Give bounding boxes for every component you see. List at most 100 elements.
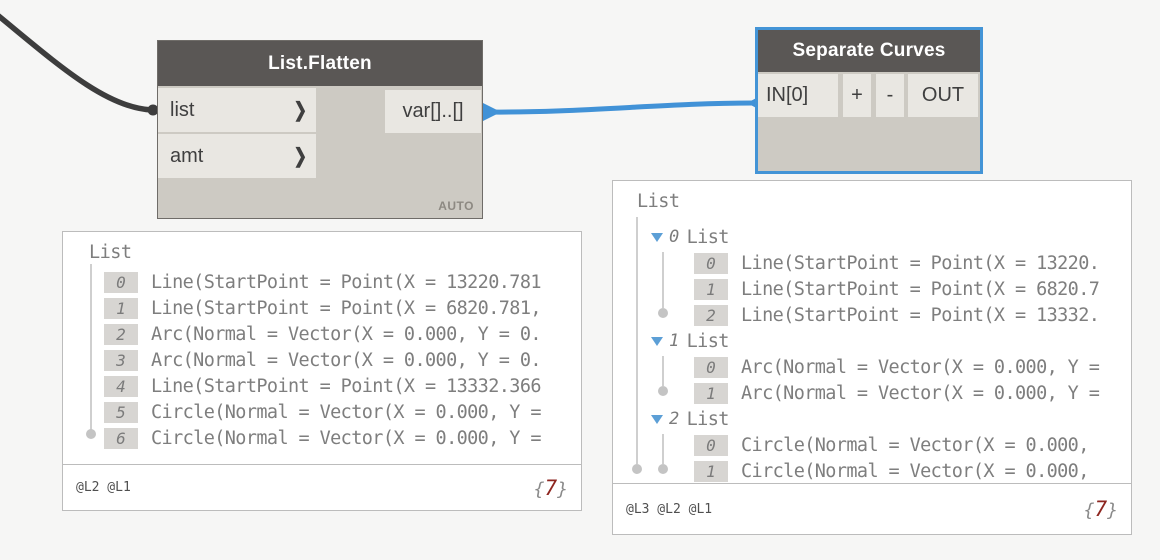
- list-root-label: List: [89, 242, 132, 263]
- plus-icon: +: [851, 84, 863, 106]
- node-title: Separate Curves: [792, 40, 946, 61]
- collapse-triangle-icon[interactable]: [651, 414, 663, 424]
- wire-flatten-to-separate[interactable]: [484, 100, 756, 115]
- port-label: IN[0]: [766, 84, 809, 106]
- levels-label: @L3 @L2 @L1: [626, 501, 713, 517]
- item-value: Line(StartPoint = Point(X = 13332.: [741, 304, 1100, 326]
- output-port-out[interactable]: OUT: [908, 74, 978, 117]
- node-separate-curves[interactable]: Separate Curves IN[0] + - OUT: [755, 27, 983, 174]
- port-label: list: [170, 98, 195, 121]
- index-chip: 5: [104, 401, 138, 423]
- node-separate-curves-header[interactable]: Separate Curves: [758, 30, 980, 72]
- wire-end-dot: [147, 104, 159, 116]
- list-item: 4 Line(StartPoint = Point(X = 13332.366: [104, 373, 542, 399]
- output-port-connector-icon: [483, 103, 501, 121]
- node-list-flatten[interactable]: List.Flatten list ❯ amt ❯ var[]..[] AUTO: [157, 40, 483, 219]
- add-input-button[interactable]: +: [843, 74, 871, 117]
- sublist-scope-line: [662, 434, 664, 464]
- sublist-index: 2: [669, 409, 679, 429]
- sublist-scope-dot: [658, 308, 668, 318]
- sublist-header: 1 List: [651, 328, 729, 354]
- list-item: 0 Line(StartPoint = Point(X = 13220.: [694, 250, 1100, 276]
- item-value: Arc(Normal = Vector(X = 0.000, Y =: [741, 382, 1100, 404]
- item-value: Arc(Normal = Vector(X = 0.000, Y = 0.: [151, 349, 542, 371]
- list-item: 1 Line(StartPoint = Point(X = 6820.7: [694, 276, 1100, 302]
- item-value: Circle(Normal = Vector(X = 0.000, Y =: [151, 427, 542, 449]
- index-chip: 2: [104, 323, 138, 345]
- port-label: var[]..[]: [402, 100, 464, 122]
- item-value: Arc(Normal = Vector(X = 0.000, Y = 0.: [151, 323, 542, 345]
- index-chip: 4: [104, 375, 138, 397]
- list-item: 0 Circle(Normal = Vector(X = 0.000,: [694, 432, 1089, 458]
- item-value: Line(StartPoint = Point(X = 6820.7: [741, 278, 1100, 300]
- sublist-header: 2 List: [651, 406, 729, 432]
- node-list-flatten-header[interactable]: List.Flatten: [158, 41, 482, 86]
- index-chip: 0: [694, 434, 728, 456]
- input-port-list[interactable]: list ❯: [158, 88, 316, 132]
- index-chip: 0: [694, 252, 728, 274]
- list-scope-dot: [86, 429, 96, 439]
- lacing-indicator[interactable]: AUTO: [438, 199, 474, 213]
- sublist-label: List: [686, 330, 730, 352]
- index-chip: 1: [694, 278, 728, 300]
- sublist-label: List: [686, 226, 730, 248]
- port-label: OUT: [921, 84, 965, 106]
- sublist-scope-line: [662, 252, 664, 308]
- index-chip: 1: [694, 382, 728, 404]
- list-item: 1 Line(StartPoint = Point(X = 6820.781,: [104, 295, 542, 321]
- sublist-scope-dot: [658, 386, 668, 396]
- sublist-header: 0 List: [651, 224, 729, 250]
- index-chip: 1: [694, 460, 728, 482]
- preview-footer: @L3 @L2 @L1 {7}: [613, 483, 1131, 534]
- sublist-index: 0: [669, 227, 679, 247]
- list-item: 3 Arc(Normal = Vector(X = 0.000, Y = 0.: [104, 347, 542, 373]
- port-label: amt: [170, 144, 204, 167]
- item-value: Line(StartPoint = Point(X = 6820.781,: [151, 297, 542, 319]
- preview-footer: @L2 @L1 {7}: [63, 464, 581, 510]
- output-port-var[interactable]: var[]..[]: [385, 90, 481, 133]
- index-chip: 3: [104, 349, 138, 371]
- sublist-index: 1: [669, 331, 679, 351]
- list-item: 6 Circle(Normal = Vector(X = 0.000, Y =: [104, 425, 542, 451]
- item-value: Circle(Normal = Vector(X = 0.000,: [741, 460, 1089, 482]
- list-item: 2 Line(StartPoint = Point(X = 13332.: [694, 302, 1100, 328]
- list-scope-dot: [632, 464, 642, 474]
- list-item: 1 Circle(Normal = Vector(X = 0.000,: [694, 458, 1089, 484]
- sublist-scope-dot: [658, 464, 668, 474]
- collapse-triangle-icon[interactable]: [651, 232, 663, 242]
- input-port-amt[interactable]: amt ❯: [158, 134, 316, 178]
- list-item: 0 Arc(Normal = Vector(X = 0.000, Y =: [694, 354, 1100, 380]
- item-count-badge: {7}: [1083, 497, 1118, 521]
- chevron-right-icon: ❯: [293, 100, 307, 122]
- list-item: 1 Arc(Normal = Vector(X = 0.000, Y =: [694, 380, 1100, 406]
- index-chip: 0: [104, 271, 138, 293]
- index-chip: 2: [694, 304, 728, 326]
- sublist-scope-line: [662, 356, 664, 386]
- node-title: List.Flatten: [268, 52, 372, 74]
- index-chip: 1: [104, 297, 138, 319]
- list-scope-line: [90, 264, 92, 430]
- item-value: Arc(Normal = Vector(X = 0.000, Y =: [741, 356, 1100, 378]
- list-root-label: List: [637, 191, 680, 212]
- list-scope-line: [636, 217, 638, 464]
- collapse-triangle-icon[interactable]: [651, 336, 663, 346]
- item-value: Line(StartPoint = Point(X = 13220.: [741, 252, 1100, 274]
- index-chip: 6: [104, 427, 138, 449]
- minus-icon: -: [886, 84, 894, 106]
- item-value: Circle(Normal = Vector(X = 0.000,: [741, 434, 1089, 456]
- item-count-badge: {7}: [533, 475, 568, 500]
- item-value: Line(StartPoint = Point(X = 13332.366: [151, 375, 542, 397]
- wire-into-list-input[interactable]: [0, 13, 155, 113]
- list-item: 2 Arc(Normal = Vector(X = 0.000, Y = 0.: [104, 321, 542, 347]
- remove-input-button[interactable]: -: [876, 74, 904, 117]
- index-chip: 0: [694, 356, 728, 378]
- levels-label: @L2 @L1: [76, 480, 131, 495]
- input-port-in0[interactable]: IN[0]: [758, 74, 838, 117]
